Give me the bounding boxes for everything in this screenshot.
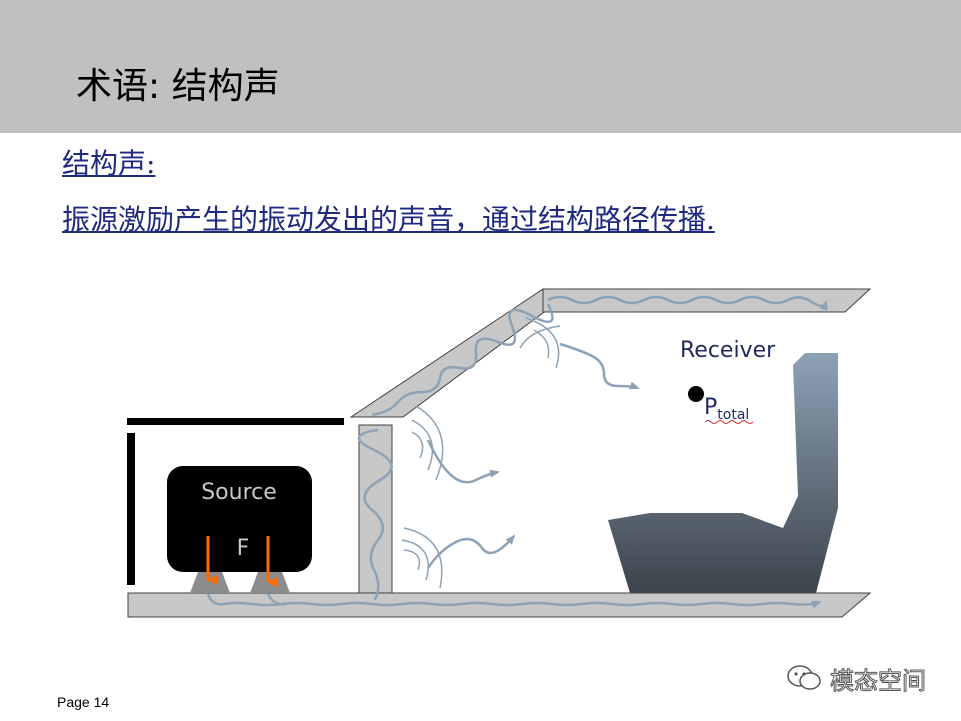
car-seat — [608, 353, 838, 593]
firewall-structure — [358, 424, 393, 594]
left-wall — [127, 433, 135, 585]
vibration-paths — [206, 295, 828, 609]
sound-arc — [403, 549, 421, 571]
sound-path-firewall-upper — [426, 439, 500, 484]
definition-text: 振源激励产生的振动发出的声音，通过结构路径传播. — [62, 203, 715, 236]
sound-arc — [533, 329, 550, 359]
source-label: Source — [201, 480, 277, 505]
engine-mount-left — [190, 572, 230, 593]
pressure-symbol: P — [704, 395, 717, 420]
sound-arc — [403, 527, 443, 589]
windshield-wave-path — [371, 303, 554, 417]
sound-arc — [401, 539, 429, 581]
sound-arc — [525, 317, 560, 369]
source-box — [167, 466, 312, 572]
sound-arc — [519, 325, 561, 349]
windshield-structure — [349, 288, 577, 418]
wechat-icon — [787, 665, 821, 690]
roof-wave-path — [547, 295, 828, 311]
receiver-point — [688, 386, 704, 402]
radiated-sound — [401, 317, 561, 589]
sound-arc — [411, 431, 424, 459]
roof-structure — [542, 288, 872, 313]
page-number: Page 14 — [57, 694, 110, 710]
pressure-label: Ptotal — [704, 395, 749, 423]
watermark-text: 模态空间 — [830, 666, 927, 695]
spellcheck-squiggle — [704, 420, 754, 424]
engine-mount-right — [250, 572, 290, 593]
floor-wave-path — [206, 593, 822, 609]
firewall-wave-path — [357, 428, 393, 601]
sound-arc — [411, 419, 434, 471]
header-band — [0, 0, 961, 133]
sound-path-windshield — [559, 342, 640, 390]
mount-wave-path — [266, 593, 287, 606]
radiated-sound-paths — [426, 342, 640, 569]
definition-heading: 结构声: — [62, 147, 156, 180]
sound-path-firewall-lower — [426, 534, 516, 569]
receiver-label: Receiver — [680, 338, 776, 363]
pressure-subscript: total — [717, 407, 749, 423]
force-label: F — [237, 536, 250, 561]
sound-arc — [415, 405, 444, 481]
engine-roof — [127, 418, 344, 425]
watermark: 模态空间 — [786, 662, 927, 695]
slide-title: 术语: 结构声 — [76, 66, 280, 107]
